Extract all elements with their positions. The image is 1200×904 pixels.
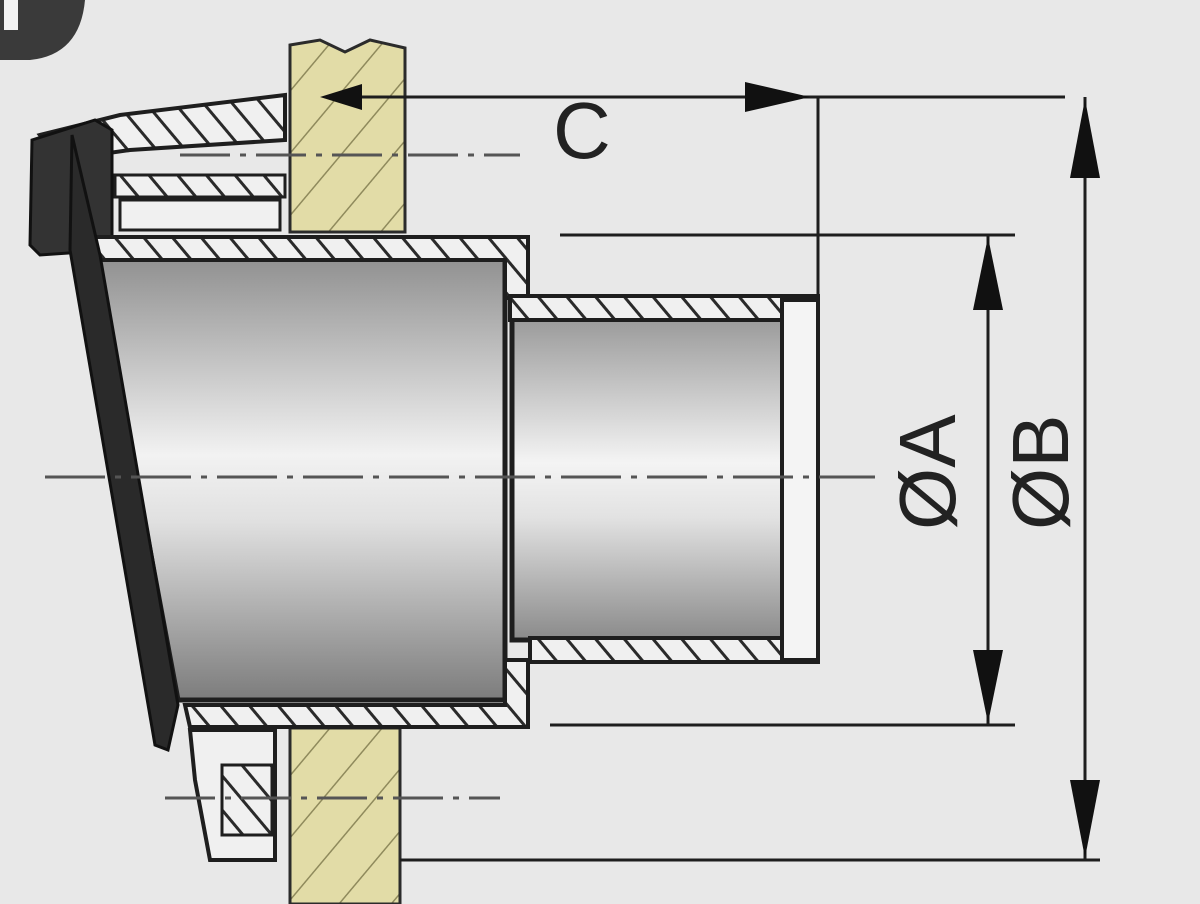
dim-a-arrow-bottom bbox=[973, 650, 1003, 723]
small-cylinder bbox=[509, 315, 815, 643]
dim-b-label: ØB bbox=[996, 414, 1085, 530]
small-cylinder-rim bbox=[780, 298, 820, 662]
dim-b-arrow-bottom bbox=[1070, 780, 1100, 858]
dim-a-arrow-top bbox=[973, 237, 1003, 310]
small-cylinder-top-wall bbox=[508, 294, 820, 322]
flange-top-gap bbox=[118, 198, 282, 232]
slanted-face bbox=[68, 134, 180, 753]
bottom-bolt bbox=[220, 763, 274, 837]
hull-wall-top bbox=[288, 38, 407, 234]
badge-mark bbox=[4, 0, 18, 30]
dim-c-label: C bbox=[553, 86, 611, 175]
hull-wall-bottom bbox=[288, 726, 402, 904]
corner-badge bbox=[0, 0, 85, 60]
dim-c-arrow-left bbox=[320, 84, 362, 110]
dim-a-label: ØA bbox=[883, 414, 972, 530]
dim-b-arrow-top bbox=[1070, 99, 1100, 178]
small-cylinder-bottom-wall bbox=[528, 636, 820, 664]
dim-c-arrow-right bbox=[745, 82, 810, 112]
flange-top-inner bbox=[113, 173, 287, 199]
